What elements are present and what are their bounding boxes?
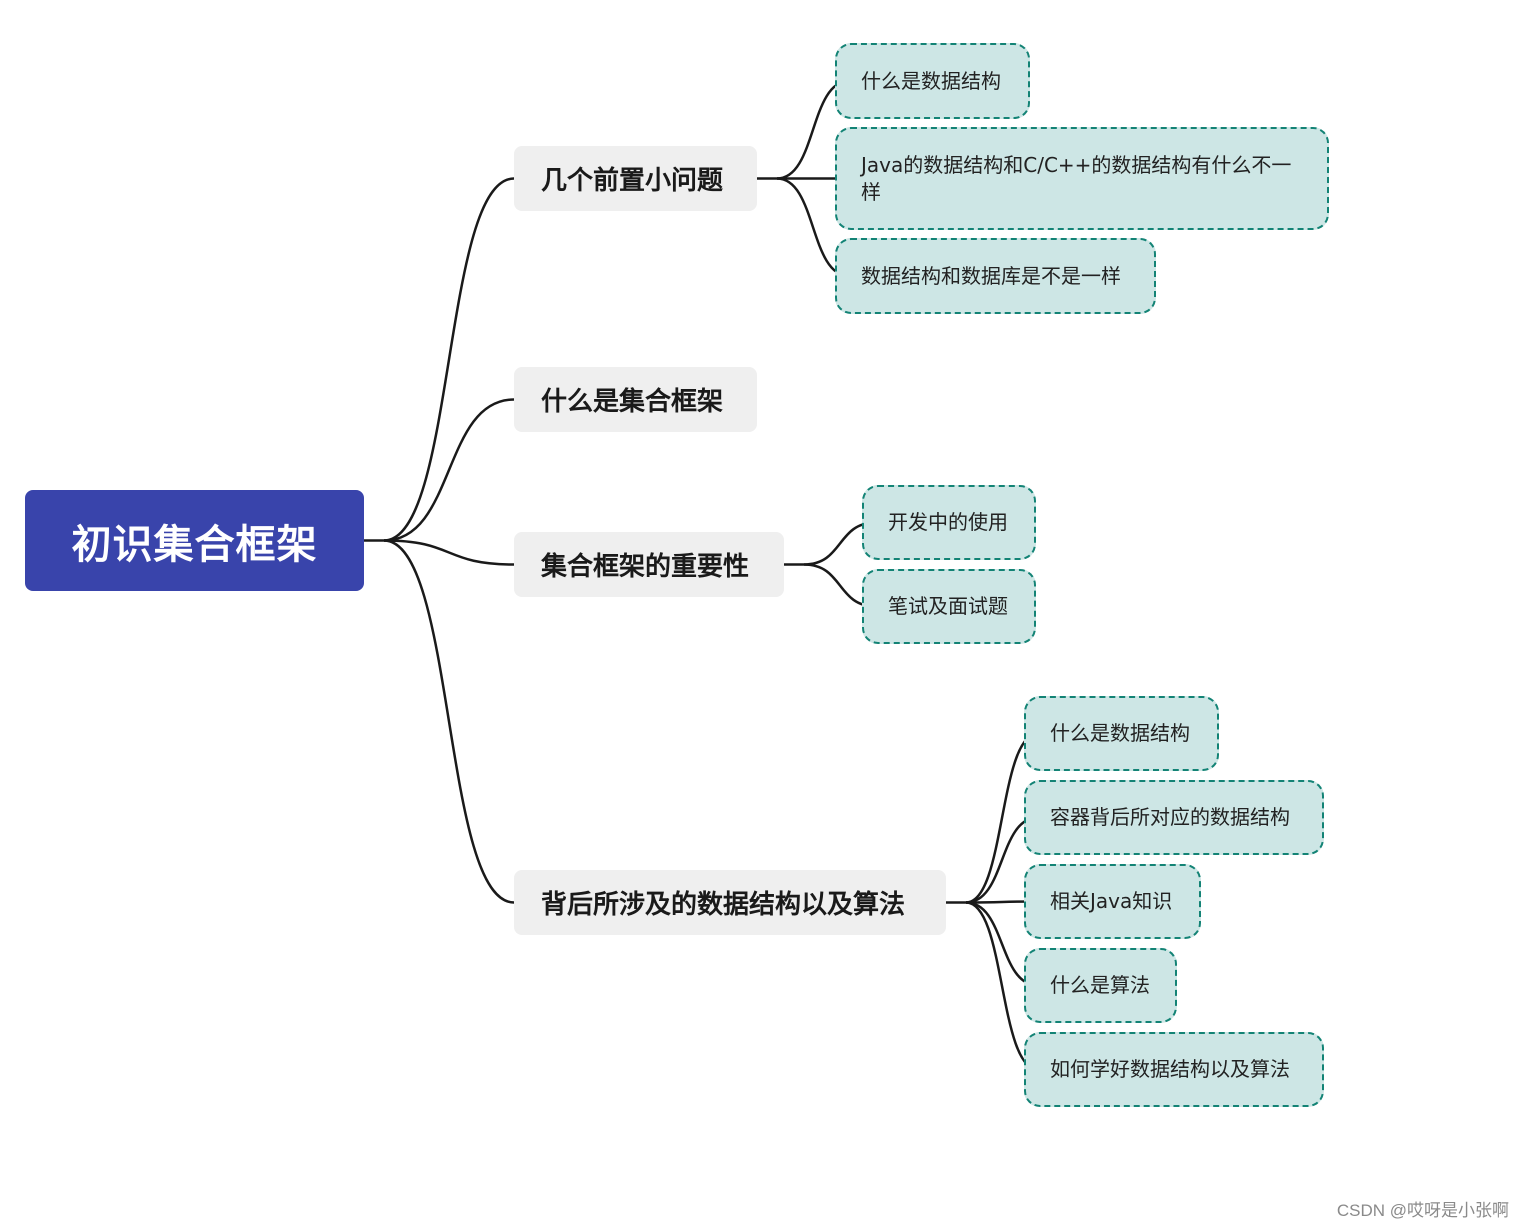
root-to-branch-connector (383, 539, 515, 566)
branch-node-2[interactable]: 什么是集合框架 (514, 367, 757, 432)
leaf-node[interactable]: 如何学好数据结构以及算法 (1024, 1032, 1324, 1107)
leaf-label: 什么是数据结构 (1050, 721, 1190, 745)
leaf-label: 什么是数据结构 (861, 68, 1001, 93)
leaf-node[interactable]: 笔试及面试题 (862, 569, 1036, 644)
leaf-label: 如何学好数据结构以及算法 (1050, 1057, 1290, 1081)
root-to-branch-connector (383, 398, 515, 542)
leaf-node[interactable]: 容器背后所对应的数据结构 (1024, 780, 1324, 855)
branch-node-1[interactable]: 几个前置小问题 (514, 146, 757, 211)
leaf-label: 开发中的使用 (888, 510, 1008, 534)
leaf-label: Java的数据结构和C/C++的数据结构有什么不一样 (861, 152, 1292, 204)
root-label: 初识集合框架 (71, 521, 318, 568)
branch-label: 背后所涉及的数据结构以及算法 (541, 890, 906, 920)
leaf-label: 数据结构和数据库是不是一样 (861, 263, 1121, 288)
root-to-branch-connector (383, 177, 515, 542)
leaf-node[interactable]: 什么是数据结构 (835, 43, 1030, 119)
branch-label: 什么是集合框架 (541, 387, 724, 417)
root-to-branch-connector (383, 539, 515, 904)
branch-label: 集合框架的重要性 (541, 552, 750, 582)
leaf-label: 笔试及面试题 (888, 594, 1008, 618)
leaf-label: 什么是算法 (1050, 973, 1150, 997)
leaf-node[interactable]: Java的数据结构和C/C++的数据结构有什么不一样 (835, 127, 1329, 230)
leaf-node[interactable]: 开发中的使用 (862, 485, 1036, 560)
leaf-node[interactable]: 相关Java知识 (1024, 864, 1201, 939)
leaf-node[interactable]: 什么是算法 (1024, 948, 1177, 1023)
root-node[interactable]: 初识集合框架 (25, 490, 364, 591)
branch-node-4[interactable]: 背后所涉及的数据结构以及算法 (514, 870, 946, 935)
watermark-text: CSDN @哎呀是小张啊 (1336, 1201, 1509, 1220)
branch-node-3[interactable]: 集合框架的重要性 (514, 532, 784, 597)
leaf-node[interactable]: 什么是数据结构 (1024, 696, 1219, 771)
leaf-label: 相关Java知识 (1050, 889, 1173, 913)
branch-label: 几个前置小问题 (541, 166, 724, 196)
leaf-label: 容器背后所对应的数据结构 (1050, 805, 1290, 829)
leaf-node[interactable]: 数据结构和数据库是不是一样 (835, 238, 1156, 314)
